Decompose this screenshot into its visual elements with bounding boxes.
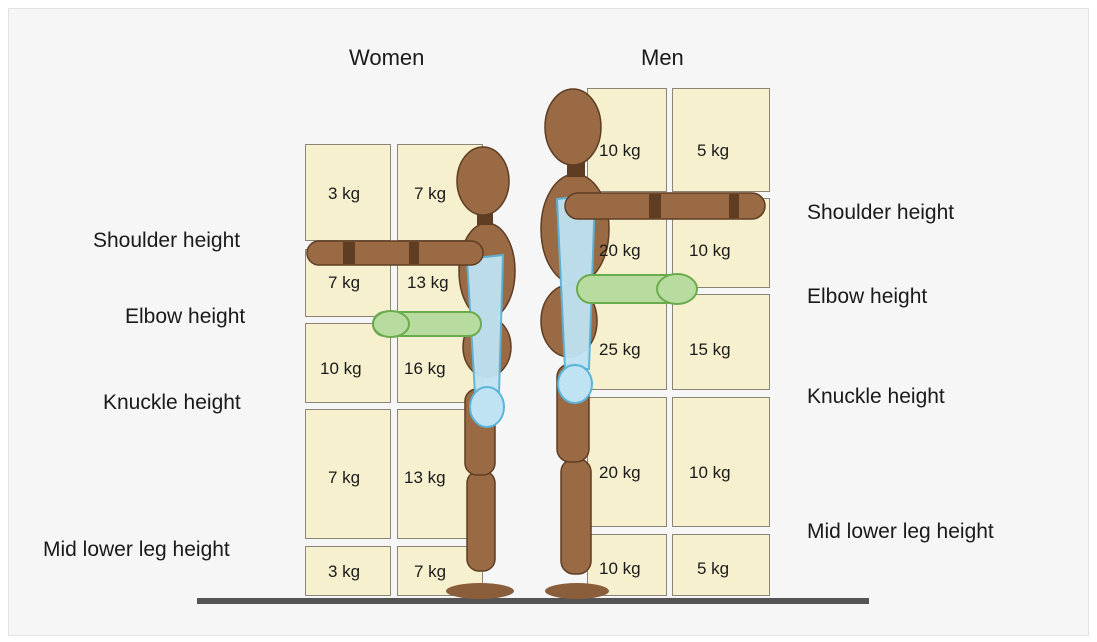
mannequin-figures	[9, 9, 1088, 635]
diagram-frame: Women Men Shoulder height Elbow height K…	[8, 8, 1089, 636]
men-weight-above-shoulder-far: 5 kg	[697, 141, 729, 161]
women-weight-shoulder-elbow-far: 13 kg	[407, 273, 449, 293]
women-weight-below-midleg-close: 3 kg	[328, 562, 360, 582]
women-weight-above-shoulder-far: 7 kg	[414, 184, 446, 204]
women-weight-above-shoulder-close: 3 kg	[328, 184, 360, 204]
men-weight-elbow-knuckle-close: 25 kg	[599, 340, 641, 360]
men-weight-knuckle-midleg-close: 20 kg	[599, 463, 641, 483]
women-weight-elbow-knuckle-far: 16 kg	[404, 359, 446, 379]
floor-line	[197, 598, 869, 604]
men-weight-shoulder-elbow-far: 10 kg	[689, 241, 731, 261]
men-weight-elbow-knuckle-far: 15 kg	[689, 340, 731, 360]
men-weight-below-midleg-far: 5 kg	[697, 559, 729, 579]
women-weight-below-midleg-far: 7 kg	[414, 562, 446, 582]
women-weight-knuckle-midleg-far: 13 kg	[404, 468, 446, 488]
women-weight-knuckle-midleg-close: 7 kg	[328, 468, 360, 488]
men-weight-knuckle-midleg-far: 10 kg	[689, 463, 731, 483]
men-weight-above-shoulder-close: 10 kg	[599, 141, 641, 161]
women-weight-shoulder-elbow-close: 7 kg	[328, 273, 360, 293]
men-weight-below-midleg-close: 10 kg	[599, 559, 641, 579]
women-weight-elbow-knuckle-close: 10 kg	[320, 359, 362, 379]
men-weight-shoulder-elbow-close: 20 kg	[599, 241, 641, 261]
man-mannequin	[541, 89, 765, 599]
